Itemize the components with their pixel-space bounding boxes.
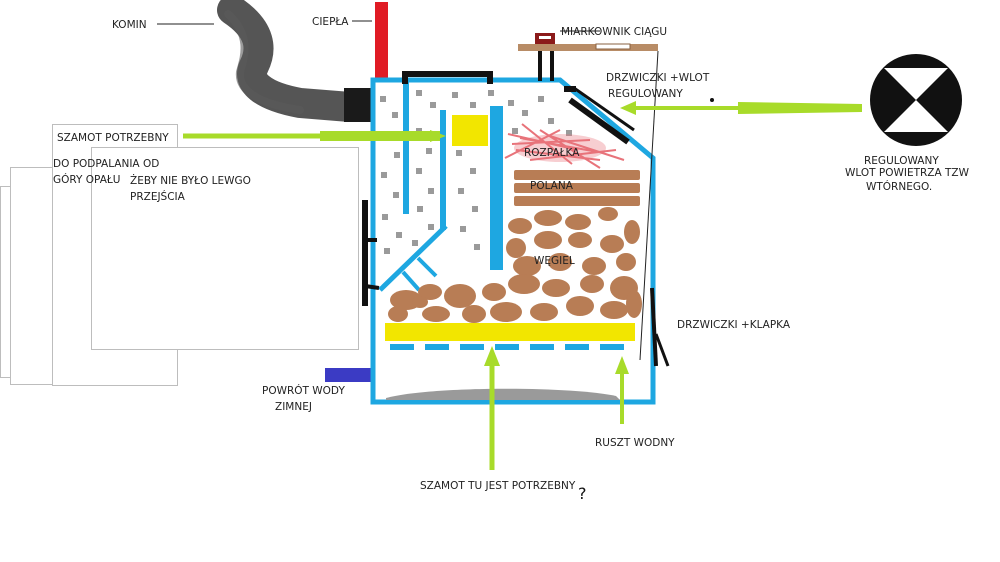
boiler-wall — [370, 77, 656, 405]
baffle-fin-1 — [416, 256, 438, 278]
label-szamot-tu: SZAMOT TU JEST POTRZEBNY — [420, 480, 576, 492]
draft-regulator-post-2 — [550, 51, 554, 81]
label-powrot-1: POWRÓT WODY — [262, 384, 345, 397]
label-komin: KOMIN — [112, 19, 147, 31]
cold-water-pipe — [325, 368, 373, 382]
chimney-smoke — [217, 0, 374, 122]
draft-regulator-chain — [639, 50, 659, 361]
label-powrot-2: ZIMNEJ — [275, 401, 312, 413]
ash-pan — [386, 388, 620, 400]
lower-door-flap — [654, 333, 670, 367]
hot-water-pipe — [375, 2, 388, 80]
label-zeby-2: PRZEJŚCIA — [130, 191, 185, 203]
label-drzwiczki-klapka: DRZWICZKI +KLAPKA — [677, 319, 791, 331]
left-door-handle-2 — [364, 284, 380, 290]
label-regulowany-1: REGULOWANY — [608, 88, 683, 100]
draft-regulator-board — [518, 44, 658, 51]
label-rozpalka: ROZPAŁKA — [524, 147, 580, 159]
label-ruszt-wodny: RUSZT WODNY — [595, 437, 675, 449]
draft-regulator-post-1 — [538, 51, 542, 81]
logs — [514, 170, 640, 206]
label-wtornego: WTÓRNEGO. — [866, 180, 932, 193]
draft-regulator-knob-mark — [539, 36, 551, 39]
coal-lumps — [388, 207, 642, 323]
x-circle-icon — [870, 54, 962, 146]
label-wlot-powietrza: WLOT POWIETRZA TZW — [845, 167, 970, 179]
note-panel-front — [91, 147, 359, 350]
label-regulowany-2: REGULOWANY — [864, 155, 939, 167]
lower-door — [650, 287, 658, 367]
chimney-outlet — [344, 88, 374, 122]
upper-door — [568, 97, 630, 145]
baffle-fin-2 — [401, 270, 421, 292]
label-wegiel: WĘGIEL — [534, 255, 575, 267]
label-ciepla: CIEPŁA — [312, 16, 349, 28]
right-inner-baffle — [490, 106, 503, 270]
center-inner-baffle — [440, 110, 446, 230]
green-arrows — [183, 101, 862, 470]
label-zeby-1: ŻEBY NIE BYŁO LEWGO — [130, 175, 251, 187]
kindling — [504, 123, 625, 169]
water-grate — [390, 344, 624, 350]
label-question: ? — [578, 484, 587, 503]
fireclay-bottom-plate — [385, 323, 635, 341]
draft-regulator-slot — [595, 43, 631, 50]
label-drzwiczki-wlot: DRZWICZKI +WLOT — [606, 72, 710, 84]
label-do-podpalania-1: DO PODPALANIA OD — [53, 158, 160, 170]
upper-door-hinge — [564, 86, 576, 92]
label-do-podpalania-2: GÓRY OPAŁU — [53, 174, 121, 186]
upper-door-inlet — [573, 86, 635, 132]
label-miarkownik: MIARKOWNIK CIĄGU — [561, 26, 667, 38]
dot-marker — [710, 98, 714, 102]
top-cleanout-lid — [402, 71, 493, 84]
sloped-baffle — [378, 224, 448, 292]
left-inner-baffle — [403, 78, 409, 214]
kindling-glow — [514, 134, 606, 162]
fireclay-top-block — [452, 115, 488, 146]
label-polana: POLANA — [530, 180, 574, 192]
label-szamot-potrzebny: SZAMOT POTRZEBNY — [57, 132, 169, 144]
